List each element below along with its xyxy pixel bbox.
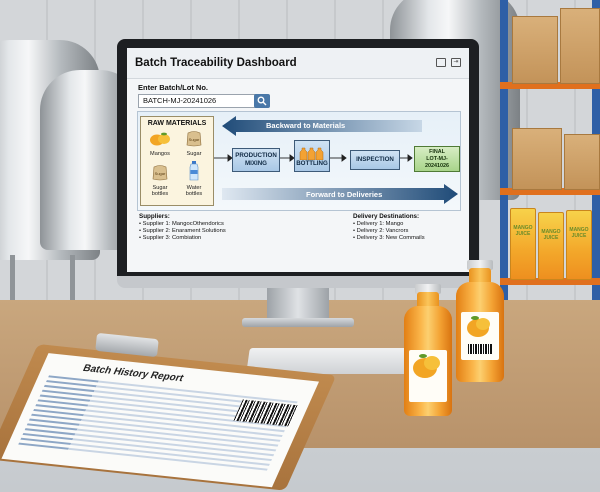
bottle-label [409, 350, 447, 402]
mango-icon [150, 132, 170, 146]
report-table [17, 375, 298, 473]
batch-label: Enter Batch/Lot No. [138, 83, 209, 92]
monitor-stand [267, 288, 329, 320]
supplier-item[interactable]: • Supplier 1: MangocOthendorics [139, 221, 224, 227]
material-sugar: Sugar Sugar [179, 129, 209, 157]
title-bar: Batch Traceability Dashboard ⇥ [127, 48, 469, 79]
step-production-mixing[interactable]: PRODUCTION MIXING [232, 148, 280, 172]
bottles-icon [299, 147, 324, 160]
logout-icon[interactable]: ⇥ [451, 58, 461, 67]
cardboard-box [512, 16, 558, 84]
water-bottle-icon [189, 161, 199, 181]
search-button[interactable] [254, 94, 270, 108]
monitor-chin [117, 276, 479, 288]
svg-text:Sugar: Sugar [189, 137, 200, 142]
raw-materials-title: RAW MATERIALS [147, 120, 207, 127]
mango-icon [413, 354, 440, 378]
tank-leg [10, 255, 15, 300]
dashboard-screen: Batch Traceability Dashboard ⇥ Enter Bat… [127, 48, 469, 272]
search-icon [257, 96, 267, 106]
mango-icon [467, 316, 490, 337]
forward-label[interactable]: Forward to Deliveries [306, 190, 383, 199]
app-title: Batch Traceability Dashboard [135, 57, 297, 69]
monitor-stand-base [242, 318, 354, 327]
supplier-item[interactable]: • Supplier 3: Combiation [139, 235, 202, 241]
shelf-beam [500, 278, 600, 285]
material-mangos: Mangos [145, 131, 175, 157]
svg-text:Sugar: Sugar [155, 171, 166, 176]
juice-carton: MANGO JUICE [566, 210, 592, 280]
juice-carton: MANGO JUICE [510, 208, 536, 280]
forward-arrow [222, 184, 458, 204]
backward-arrow [222, 116, 422, 136]
shelf-beam [500, 188, 600, 195]
bottle-label [461, 312, 499, 360]
suppliers-list: Suppliers: • Supplier 1: MangocOthendori… [139, 213, 226, 241]
tank-leg [70, 255, 75, 300]
shelf-beam [500, 82, 600, 89]
delivery-item[interactable]: • Delivery 1: Mango [353, 221, 404, 227]
backward-label[interactable]: Backward to Materials [266, 121, 346, 130]
delivery-item[interactable]: • Delivery 3: New Commails [353, 235, 425, 241]
window-controls: ⇥ [436, 58, 461, 67]
cardboard-box [512, 128, 562, 190]
sugar-sack-icon: Sugar [152, 165, 168, 181]
delivery-destinations-list: Delivery Destinations: • Delivery 1: Man… [353, 213, 425, 241]
step-inspection[interactable]: INSPECTION [350, 150, 400, 170]
juice-carton: MANGO JUICE [538, 212, 564, 280]
batch-input[interactable] [138, 94, 260, 108]
step-final-lot[interactable]: FINAL LOT-MJ-20241026 [414, 146, 460, 172]
window-icon[interactable] [436, 58, 446, 67]
step-bottling[interactable]: BOTTLING [294, 140, 330, 172]
delivery-item[interactable]: • Delivery 2: Vancrors [353, 228, 409, 234]
shelf-post [500, 0, 508, 300]
cardboard-box [564, 134, 600, 190]
supplier-item[interactable]: • Supplier 2: Enarament Solutions [139, 228, 226, 234]
cardboard-box [560, 8, 600, 84]
material-water-bottles: Water bottles [179, 161, 209, 197]
raw-materials-box[interactable]: RAW MATERIALS Mangos Sugar Sugar [140, 116, 214, 206]
traceability-flow-panel: RAW MATERIALS Mangos Sugar Sugar [137, 111, 461, 211]
sugar-sack-icon: Sugar [186, 131, 202, 147]
material-sugar-bottles: Sugar Sugar bottles [145, 163, 175, 197]
